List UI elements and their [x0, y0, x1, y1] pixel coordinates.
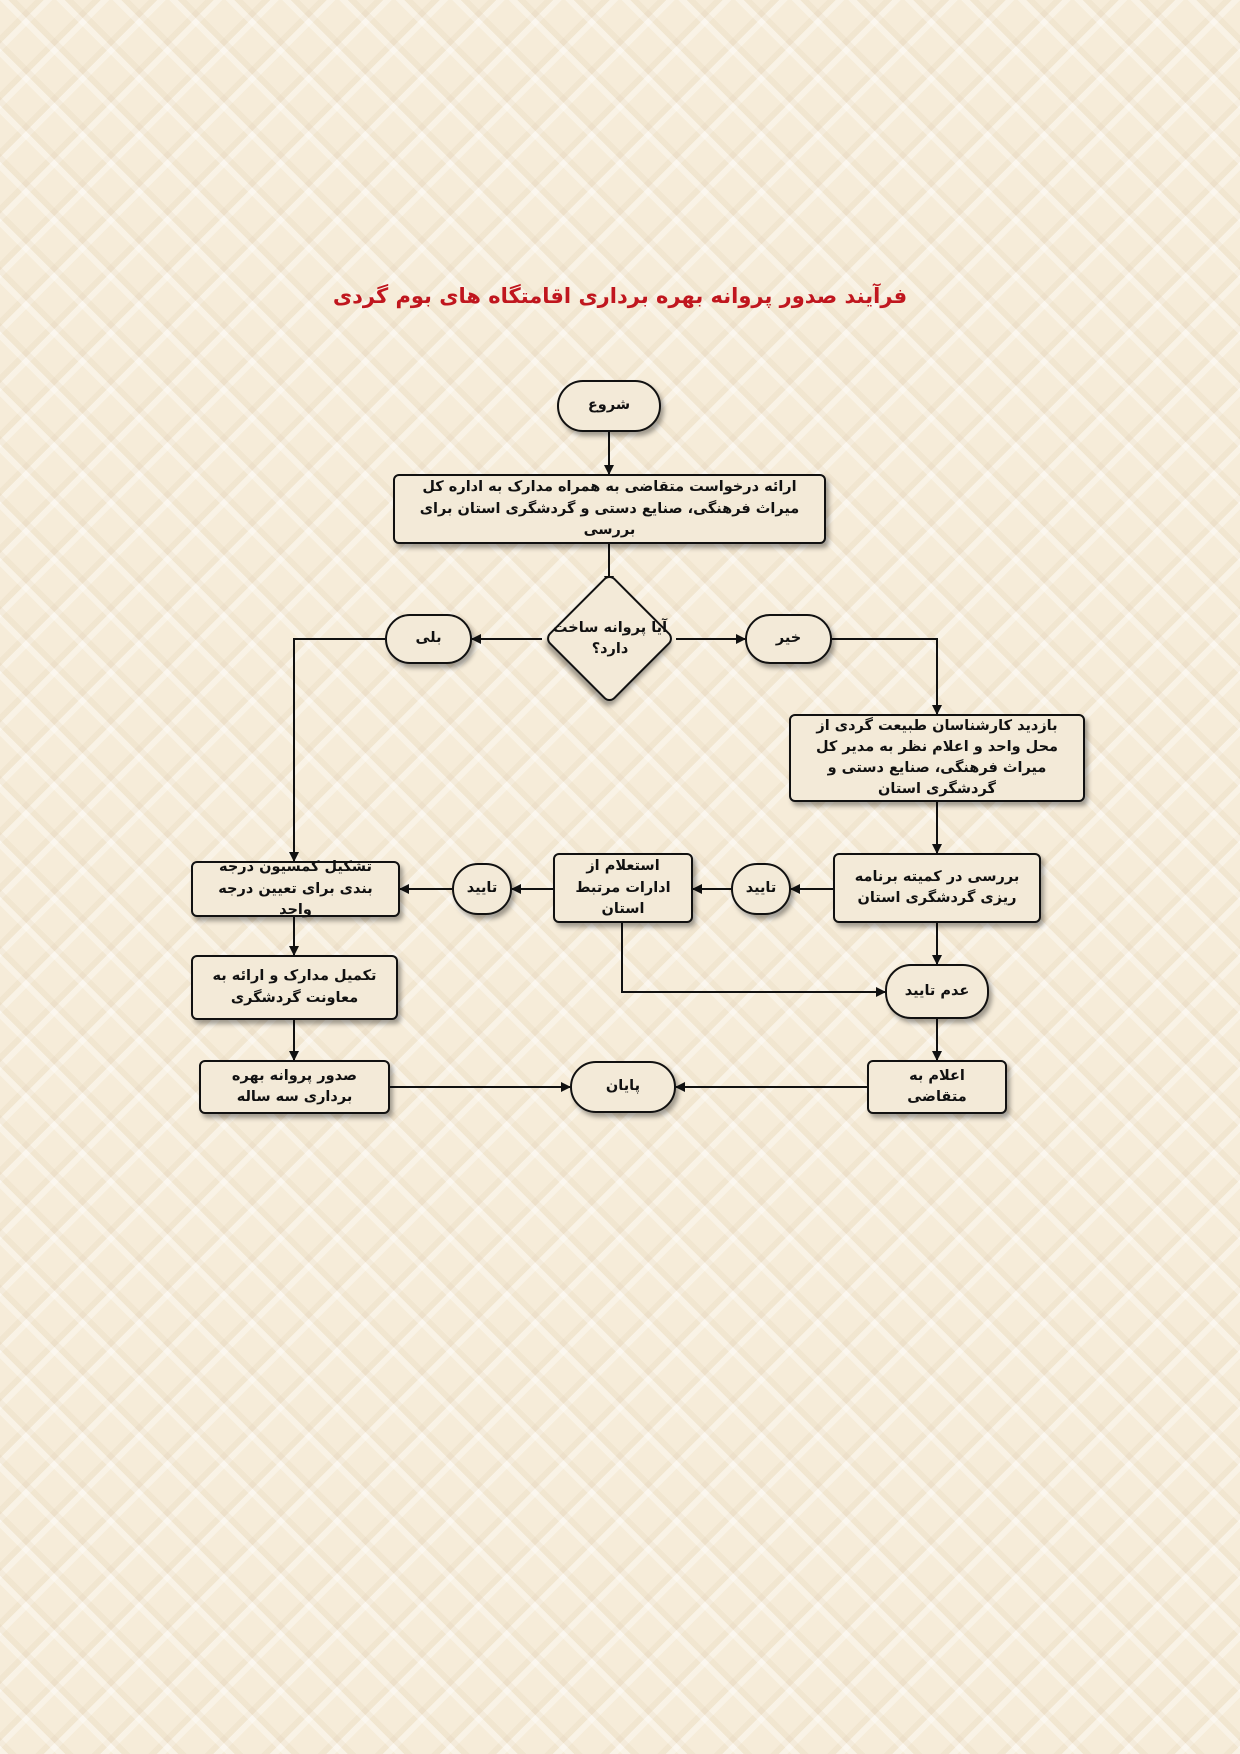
approve-1-node: تایید [731, 863, 791, 915]
complete-docs-node: تکمیل مدارک و ارائه به معاونت گردشگری [191, 955, 398, 1020]
issue-license-label: صدور پروانه بهره برداری سه ساله [231, 1067, 358, 1105]
start-node: شروع [557, 380, 661, 432]
approve-2-label: تایید [466, 880, 498, 897]
submit-request-label: ارائه درخواست متقاضی به همراه مدارک به ا… [419, 479, 800, 538]
inquiry-label: استعلام از ادارات مرتبط استان [575, 858, 671, 917]
end-node: پایان [570, 1061, 676, 1113]
no-node: خیر [745, 614, 832, 664]
approve-1-label: تایید [745, 880, 777, 897]
issue-license-node: صدور پروانه بهره برداری سه ساله [199, 1060, 390, 1114]
yes-node: بلی [385, 614, 472, 664]
arrow-yes-to-commission [289, 638, 385, 862]
committee-review-label: بررسی در کمیته برنامه ریزی گردشگری استان [854, 868, 1020, 906]
inquiry-node: استعلام از ادارات مرتبط استان [553, 853, 693, 923]
yes-label: بلی [415, 630, 442, 647]
expert-visit-node: بازدید کارشناسان طبیعت گردی از محل واحد … [789, 714, 1085, 802]
grading-commission-label: تشکیل کمسیون درجه بندی برای تعیین درجه و… [218, 859, 373, 918]
not-approved-label: عدم تایید [904, 982, 970, 999]
arrow-inquiry-to-notapproved [621, 923, 886, 997]
not-approved-node: عدم تایید [885, 964, 989, 1019]
start-label: شروع [587, 397, 631, 414]
no-label: خیر [775, 630, 802, 647]
committee-review-node: بررسی در کمیته برنامه ریزی گردشگری استان [833, 853, 1041, 923]
submit-request-node: ارائه درخواست متقاضی به همراه مدارک به ا… [393, 474, 826, 544]
grading-commission-node: تشکیل کمسیون درجه بندی برای تعیین درجه و… [191, 859, 400, 918]
approve-2-node: تایید [452, 863, 512, 915]
notify-applicant-node: اعلام به متقاضی [867, 1060, 1007, 1114]
complete-docs-label: تکمیل مدارک و ارائه به معاونت گردشگری [212, 968, 377, 1006]
decision-label-box: آیا پروانه ساخت دارد؟ [549, 612, 671, 666]
notify-applicant-label: اعلام به متقاضی [907, 1067, 967, 1105]
arrow-no-to-visit [832, 638, 942, 715]
expert-visit-label: بازدید کارشناسان طبیعت گردی از محل واحد … [815, 717, 1059, 798]
decision-label: آیا پروانه ساخت دارد؟ [552, 619, 668, 657]
page-title: فرآیند صدور پروانه بهره برداری اقامتگاه … [332, 284, 908, 308]
end-label: پایان [605, 1078, 641, 1095]
